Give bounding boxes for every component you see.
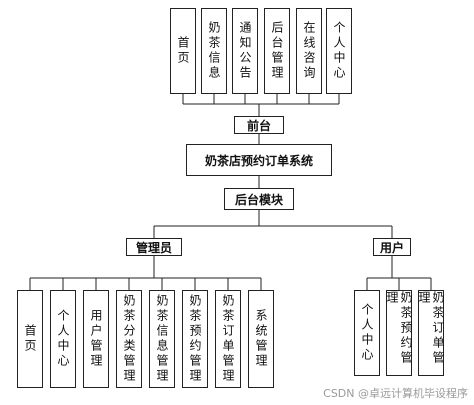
admin-module-user-management: 用户管理 [83,290,109,388]
admin-module-personal-center-label: 个人中心 [56,309,70,369]
front-module-backend-label: 后台管理 [270,21,284,81]
system-title-node: 奶茶店预约订单系统 [186,144,332,176]
admin-module-category-management: 奶茶分类管理 [116,290,142,388]
user-module-reservation-management-label: 奶茶预约管理 [385,291,413,366]
admin-module-home-label: 首页 [23,324,37,354]
admin-module-category-management-label: 奶茶分类管理 [122,294,136,384]
backend-node: 后台模块 [224,188,294,210]
user-module-order-management: 奶茶订单管理 [417,290,445,376]
watermark: CSDN @卓远计算机毕设程序 [323,387,468,400]
front-module-home: 首页 [170,8,196,94]
admin-module-reservation-management: 奶茶预约管理 [182,290,208,388]
front-node-label: 前台 [246,118,271,133]
user-module-personal-center: 个人中心 [354,290,380,376]
front-module-milk-tea-info-label: 奶茶信息 [207,21,221,81]
user-module-reservation-management: 奶茶预约管理 [385,290,413,376]
admin-module-info-management-label: 奶茶信息管理 [155,294,169,384]
admin-module-system-management-label: 系统管理 [254,309,268,369]
front-module-milk-tea-info: 奶茶信息 [201,8,227,94]
admin-module-order-management-label: 奶茶订单管理 [221,294,235,384]
user-module-order-management-label: 奶茶订单管理 [417,291,445,366]
admin-module-reservation-management-label: 奶茶预约管理 [188,294,202,384]
admin-module-user-management-label: 用户管理 [89,309,103,369]
front-module-online-consult-label: 在线咨询 [302,21,316,81]
front-module-notices: 通知公告 [232,8,258,94]
front-module-online-consult: 在线咨询 [296,8,322,94]
backend-node-label: 后台模块 [234,192,283,207]
admin-module-order-management: 奶茶订单管理 [215,290,241,388]
admin-module-info-management: 奶茶信息管理 [149,290,175,388]
admin-node-label: 管理员 [135,240,172,255]
user-node-label: 用户 [379,240,404,255]
user-module-personal-center-label: 个人中心 [360,303,374,363]
admin-module-personal-center: 个人中心 [50,290,76,388]
admin-module-system-management: 系统管理 [248,290,274,388]
front-node: 前台 [234,116,284,134]
front-module-notices-label: 通知公告 [238,21,252,81]
user-node: 用户 [373,238,411,256]
front-module-personal-center: 个人中心 [326,8,352,94]
admin-module-home: 首页 [17,290,43,388]
front-module-home-label: 首页 [176,36,190,66]
front-module-personal-center-label: 个人中心 [332,21,346,81]
front-module-backend: 后台管理 [264,8,290,94]
system-title: 奶茶店预约订单系统 [204,153,313,168]
admin-node: 管理员 [126,238,182,256]
